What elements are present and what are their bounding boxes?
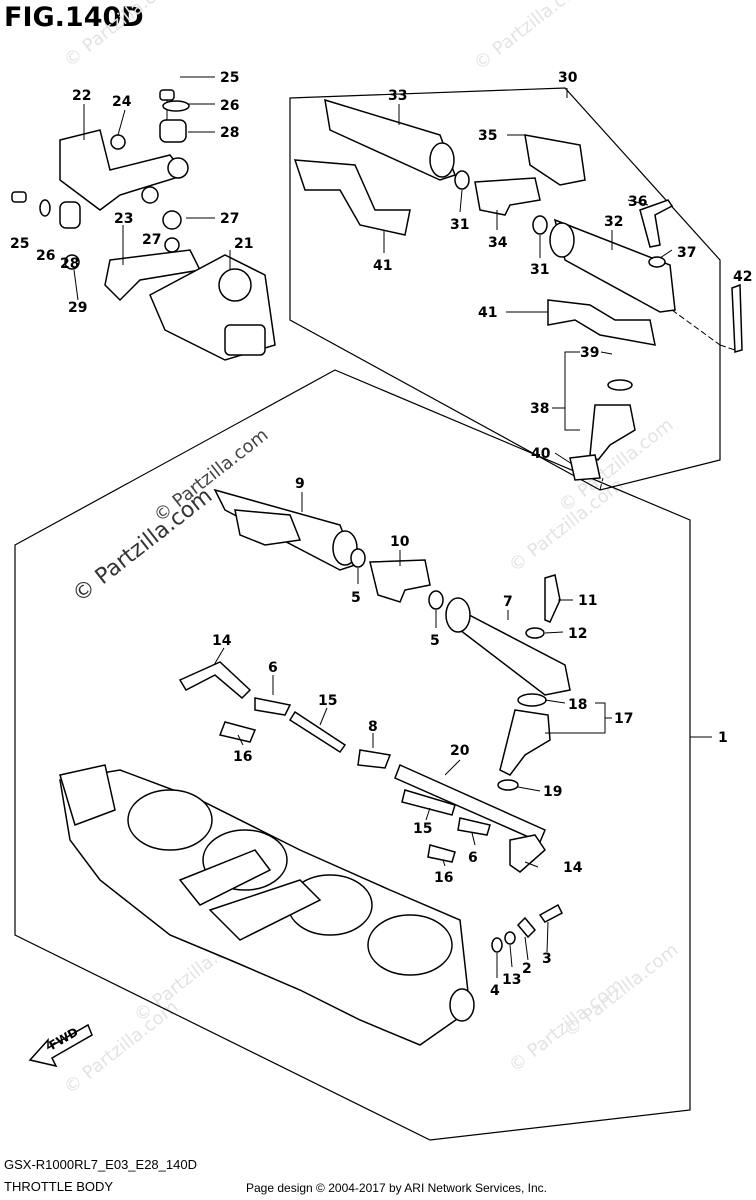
callout: 16 <box>434 870 453 886</box>
callout: 14 <box>563 860 583 876</box>
callout: 4 <box>490 983 500 999</box>
callout: 15 <box>413 821 432 837</box>
callout: 28 <box>60 256 79 272</box>
callout: 6 <box>468 850 478 866</box>
callout: 34 <box>488 235 508 251</box>
callout: 8 <box>368 719 378 735</box>
upper-fuel-rail-group <box>293 98 743 481</box>
callout: 27 <box>142 232 161 248</box>
callout: 38 <box>530 401 549 417</box>
callout: 5 <box>430 633 440 649</box>
callout: 36 <box>628 194 647 210</box>
callout: 41 <box>478 305 497 321</box>
lower-fuel-rail-group <box>178 488 571 873</box>
callout: 35 <box>478 128 497 144</box>
throttle-body <box>59 764 563 1046</box>
callout: 25 <box>10 236 29 252</box>
callout: 13 <box>502 972 521 988</box>
callout: 12 <box>568 626 587 642</box>
callout: 20 <box>450 743 470 759</box>
callout: 27 <box>220 211 239 227</box>
callout: 31 <box>450 217 469 233</box>
section-name: THROTTLE BODY <box>4 1179 114 1194</box>
callout: 40 <box>531 446 551 462</box>
leader-lines <box>73 76 741 978</box>
callout: 24 <box>112 94 132 110</box>
callout: 18 <box>568 697 587 713</box>
callout: 28 <box>220 125 239 141</box>
callout-labels: 1 2 3 4 5 5 6 6 7 8 9 10 11 12 13 14 14 … <box>10 70 752 999</box>
callout: 16 <box>233 749 252 765</box>
callout: 26 <box>36 248 55 264</box>
callout: 25 <box>220 70 239 86</box>
callout: 15 <box>318 693 337 709</box>
callout: 19 <box>543 784 562 800</box>
callout: 33 <box>388 88 407 104</box>
callout: 2 <box>522 961 532 977</box>
callout: 9 <box>295 476 305 492</box>
callout: 3 <box>542 951 552 967</box>
callout: 11 <box>578 593 597 609</box>
callout: 41 <box>373 258 392 274</box>
callout: 23 <box>114 211 133 227</box>
bracket-group <box>11 89 276 361</box>
assembly-frame-30 <box>289 87 721 491</box>
callout: 32 <box>604 214 623 230</box>
callout: 6 <box>268 660 278 676</box>
callout: 14 <box>212 633 232 649</box>
callout: 31 <box>530 262 549 278</box>
callout: 39 <box>580 345 599 361</box>
callout: 26 <box>220 98 239 114</box>
callout: 10 <box>390 534 410 550</box>
callout: 29 <box>68 300 87 316</box>
callout: 5 <box>351 590 361 606</box>
callout: 42 <box>733 269 752 285</box>
callout: 37 <box>677 245 696 261</box>
callout: 30 <box>558 70 578 86</box>
figure-title: FIG.140D <box>4 2 144 33</box>
callout: 1 <box>718 730 728 746</box>
fwd-arrow-icon: FWD <box>28 1023 93 1068</box>
callout: 22 <box>72 88 91 104</box>
page-credit: Page design © 2004-2017 by ARI Network S… <box>246 1181 548 1195</box>
model-code: GSX-R1000RL7_E03_E28_140D <box>4 1157 197 1172</box>
assembly-frame-1 <box>14 369 691 1141</box>
callout: 7 <box>503 594 513 610</box>
callout: 17 <box>614 711 633 727</box>
callout: 21 <box>234 236 253 252</box>
